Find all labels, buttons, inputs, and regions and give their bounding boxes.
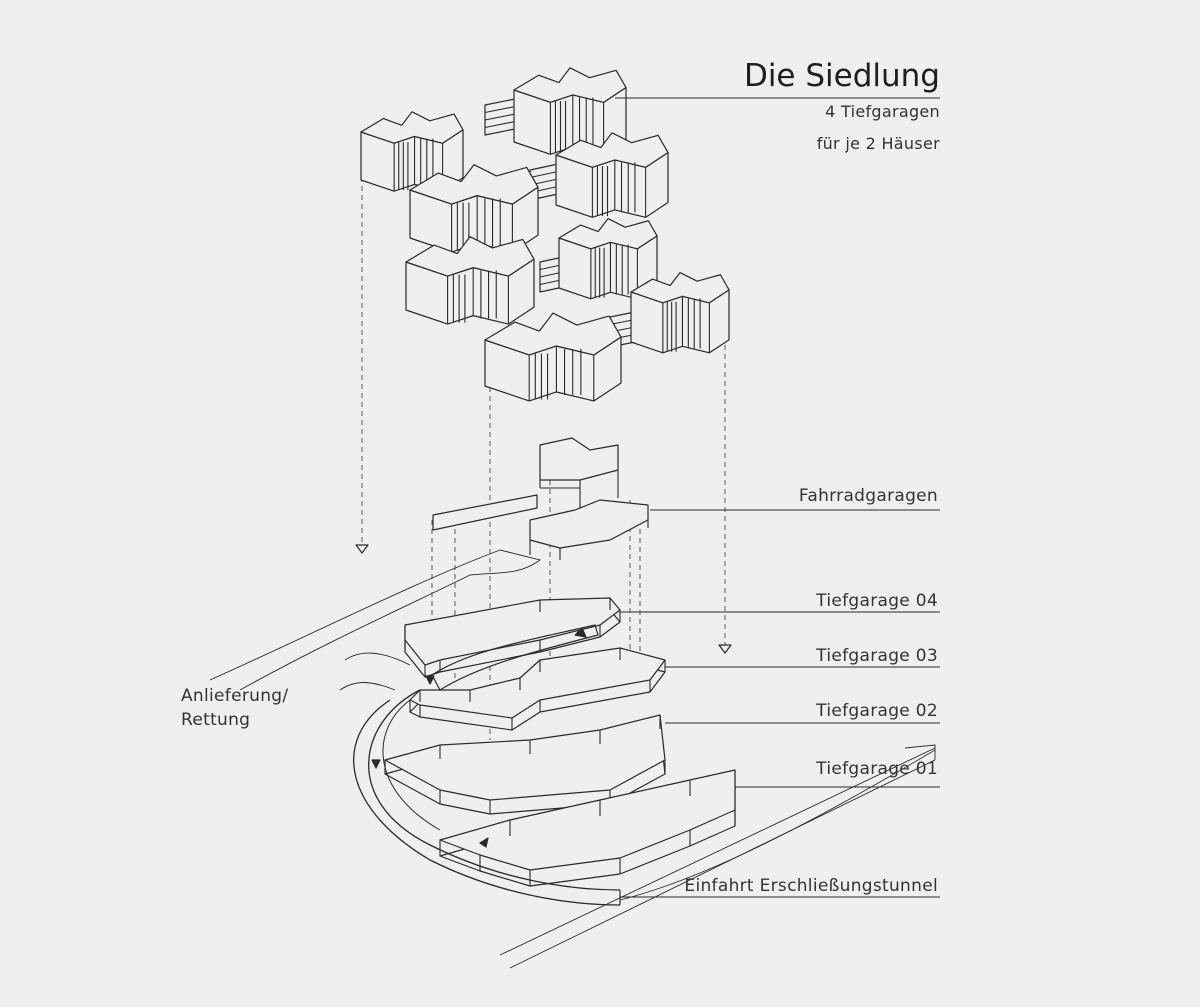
- arrow-left-icon: [479, 837, 489, 848]
- arrow-down-icon: [371, 759, 381, 769]
- road-edge: [619, 749, 936, 901]
- delivery-road: [209, 549, 542, 691]
- tiefgarage-03: [409, 647, 666, 719]
- delivery-curves: [339, 652, 411, 691]
- tiefgarage-04: [404, 597, 621, 666]
- label-anlieferung: Anlieferung/: [181, 686, 289, 706]
- arrow-down-icon: [718, 644, 732, 654]
- stair-step: [484, 120, 516, 129]
- access-road: [499, 744, 936, 969]
- label-tiefgarage-01: Tiefgarage 01: [816, 759, 938, 779]
- diagram-title: Die Siedlung: [743, 58, 940, 94]
- subtitle-garages: 4 Tiefgaragen: [825, 102, 940, 121]
- arrow-down-icon: [425, 675, 435, 685]
- bike-garage-top: [539, 437, 619, 481]
- label-rettung: Rettung: [181, 710, 251, 730]
- house-roof: [555, 132, 669, 168]
- bike-garage-left: [432, 494, 538, 531]
- arrow-down-icon: [355, 544, 369, 554]
- ramp-04: [431, 624, 599, 691]
- tunnel-lane: [382, 699, 441, 831]
- label-tiefgarage-02: Tiefgarage 02: [816, 701, 938, 721]
- house-roof: [360, 111, 464, 144]
- house-roof: [558, 217, 658, 250]
- label-tiefgarage-04: Tiefgarage 04: [816, 591, 938, 611]
- arrow-up-icon: [574, 627, 587, 638]
- house-roof: [513, 67, 627, 103]
- label-tiefgarage-03: Tiefgarage 03: [816, 646, 938, 666]
- stair-step: [529, 170, 559, 179]
- house-roof: [409, 164, 539, 205]
- tunnel-outer: [368, 689, 621, 891]
- subtitle-houses: für je 2 Häuser: [816, 134, 940, 153]
- label-fahrradgaragen: Fahrradgaragen: [798, 486, 938, 506]
- house-roof: [630, 271, 730, 304]
- tiefgarage-02: [384, 714, 666, 801]
- stair-step: [484, 105, 516, 114]
- stair-step: [484, 113, 516, 121]
- house-roof: [484, 312, 622, 356]
- house-roof: [405, 236, 535, 277]
- tunnel-inner: [353, 699, 621, 906]
- label-einfahrt-tunnel: Einfahrt Erschließungstunnel: [684, 876, 938, 896]
